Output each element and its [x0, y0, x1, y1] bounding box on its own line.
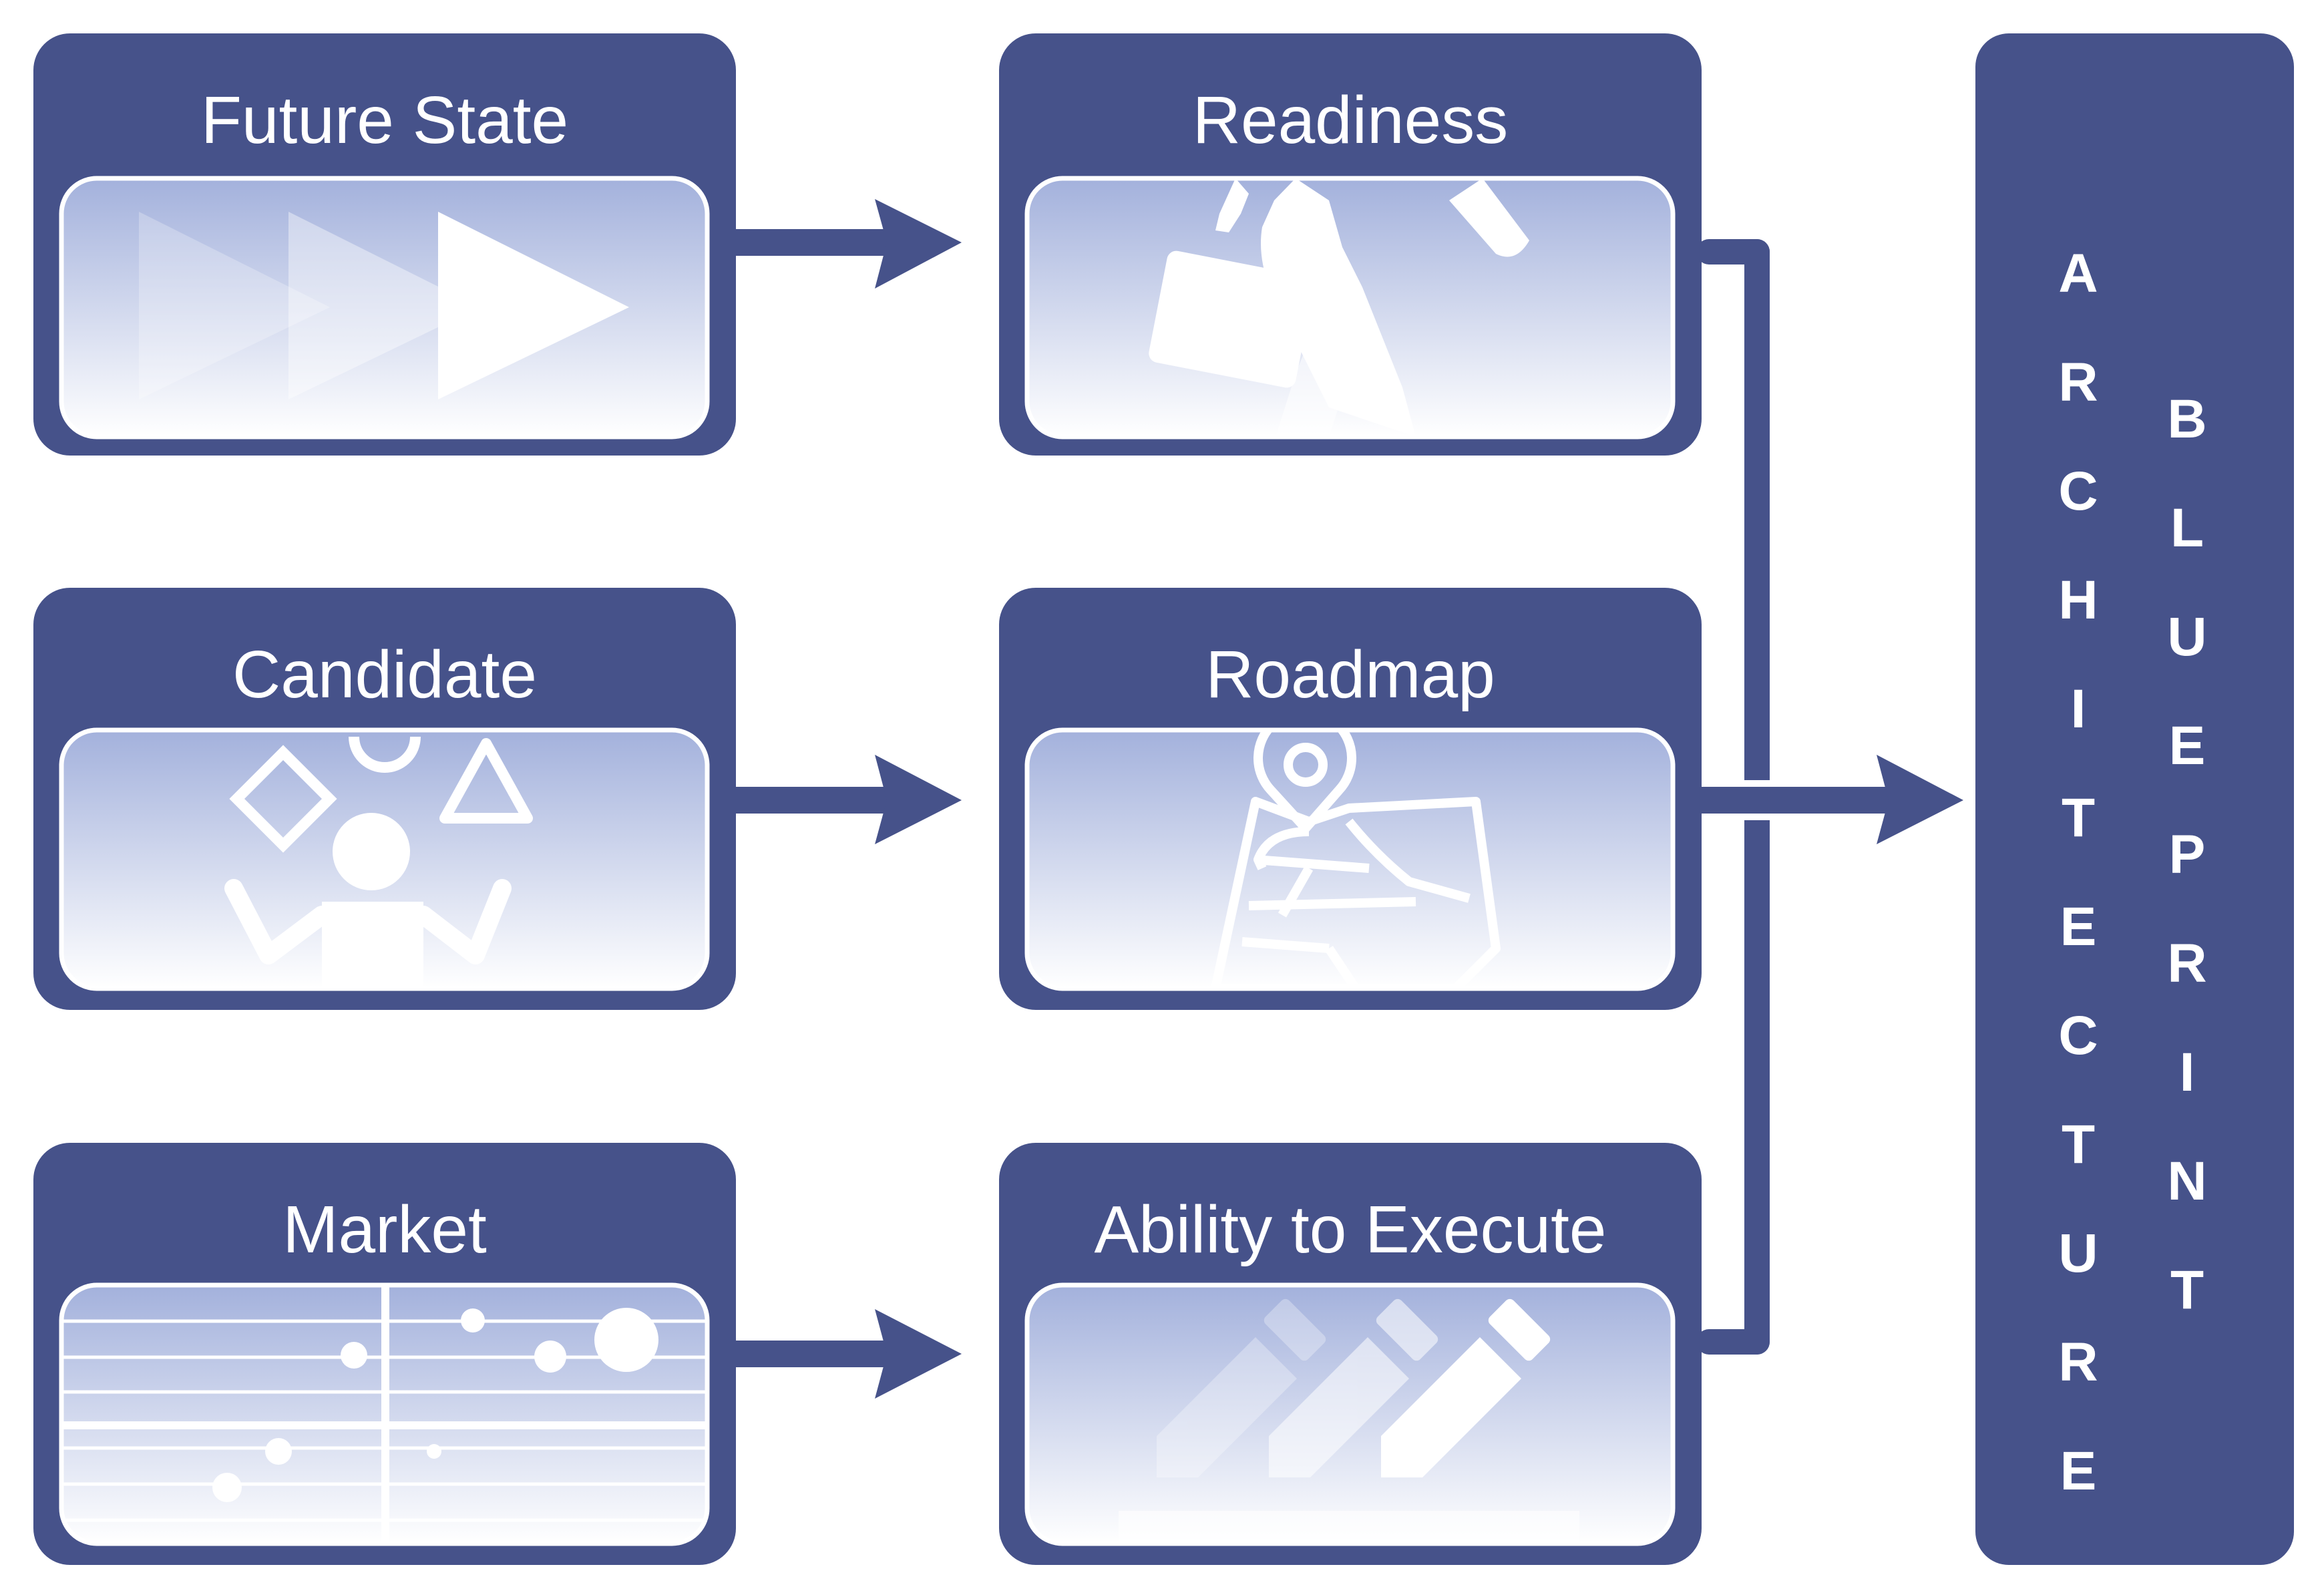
box-market: Market [33, 1143, 736, 1565]
arrow-head-to-blueprint [1877, 755, 1963, 844]
arrow-shaft-market-execute [735, 1341, 895, 1367]
outcome-letter: N [2167, 1151, 2206, 1212]
outcome-letter: I [2071, 679, 2086, 739]
outcome-letter: E [2060, 1441, 2097, 1501]
arrow-shaft-candidate-roadmap [735, 787, 895, 814]
box-title: Ability to Execute [1094, 1192, 1606, 1267]
outcome-letter: R [2058, 1332, 2098, 1393]
arrow-shaft-to-blueprint [1696, 787, 1897, 814]
bracket-crossing-gap-2 [1744, 814, 1770, 820]
outcome-letter: U [2058, 1223, 2098, 1284]
outcome-letter: E [2169, 715, 2206, 776]
box-future-state: Future State [33, 33, 736, 456]
juggling-person-icon [224, 736, 533, 989]
arrow-head-market-execute [875, 1309, 962, 1399]
box-title: Readiness [1193, 83, 1509, 158]
box-title: Market [282, 1192, 487, 1267]
outcome-letter: H [2058, 570, 2098, 631]
outcome-letter: A [2058, 243, 2098, 304]
outcome-letter: I [2180, 1042, 2195, 1103]
outcome-letter: B [2167, 389, 2206, 450]
connectors [735, 199, 1963, 1399]
box-title: Candidate [232, 637, 537, 712]
box-roadmap: Roadmap [999, 588, 1702, 1010]
fast-forward-icon [139, 212, 629, 399]
outcome-bar-frame [1975, 33, 2294, 1565]
bracket-crossing-gap [1744, 780, 1770, 787]
outcome-letter: T [2062, 1114, 2095, 1175]
outcome-letter: E [2060, 896, 2097, 957]
outcome-letter: R [2167, 933, 2206, 994]
box-title: Roadmap [1205, 637, 1495, 712]
outcome-letter: T [2170, 1260, 2204, 1320]
map-pin-icon [1211, 730, 1501, 989]
outcome-letter: P [2169, 824, 2206, 885]
box-title: Future State [201, 83, 568, 158]
box-ability-to-execute: Ability to Execute [999, 1143, 1702, 1565]
arrow-head-candidate-roadmap [875, 755, 962, 844]
box-panel [59, 176, 710, 439]
walking-person-briefcase-icon [1149, 178, 1529, 437]
box-candidate: Candidate [33, 588, 736, 1010]
arrow-shaft-future-readiness [735, 229, 895, 256]
outcome-letter: C [2058, 461, 2098, 522]
outcome-letter: R [2058, 352, 2098, 413]
arrow-head-future-readiness [875, 199, 962, 289]
bubble-chart-icon [61, 1285, 707, 1544]
outcome-letter: U [2167, 606, 2206, 667]
outcome-letter: C [2058, 1005, 2098, 1066]
outcome-letter: T [2062, 787, 2095, 848]
pencils-icon [1119, 1298, 1579, 1544]
box-readiness: Readiness [999, 33, 1702, 456]
outcome-letter: L [2170, 498, 2204, 558]
